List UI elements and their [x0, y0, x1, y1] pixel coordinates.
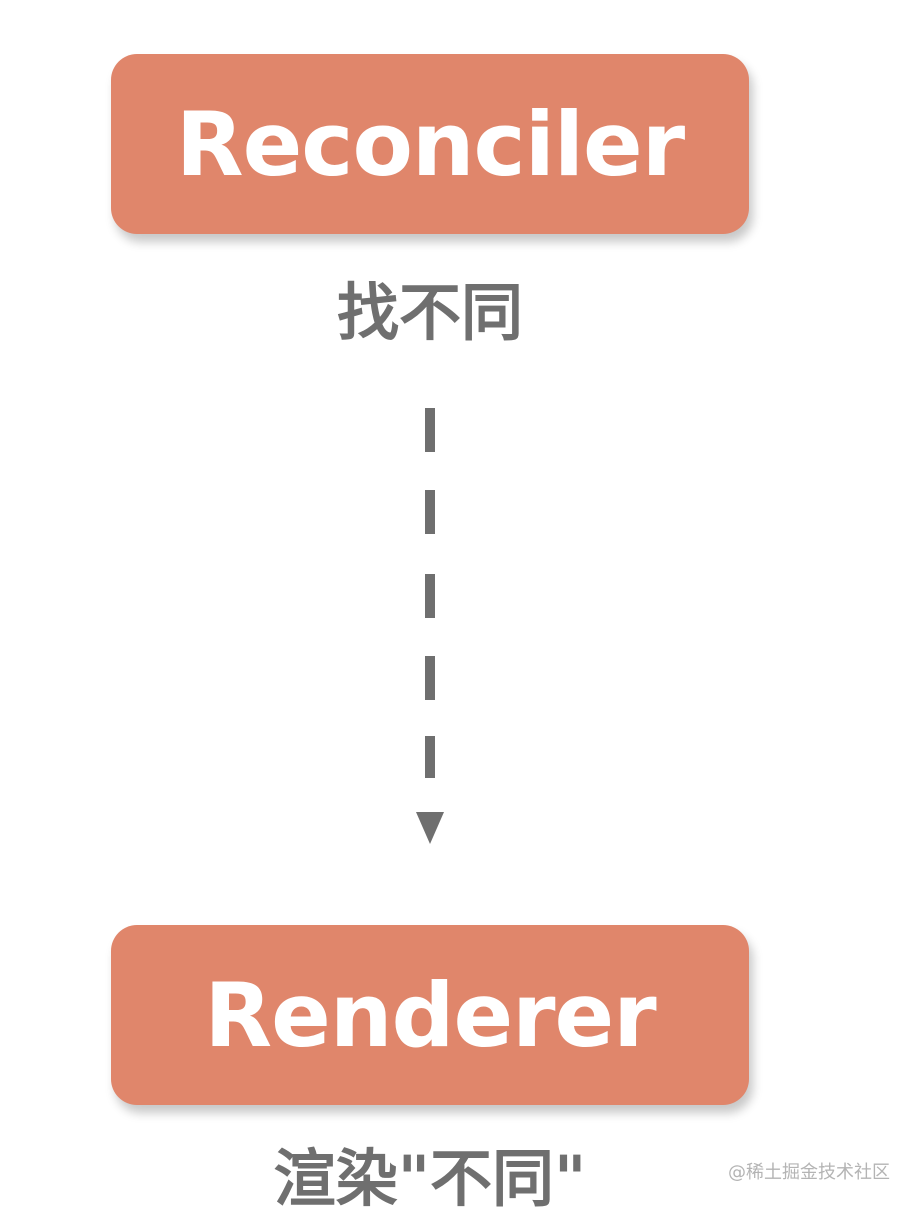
arrowhead-icon: [416, 812, 444, 844]
renderer-label: Renderer: [204, 963, 656, 1067]
reconciler-node: Reconciler: [111, 54, 749, 234]
dashed-arrow-connector: [416, 408, 444, 844]
watermark: @稀土掘金技术社区: [728, 1162, 890, 1183]
reconciler-label: Reconciler: [175, 92, 685, 196]
renderer-node: Renderer: [111, 925, 749, 1105]
reconciler-caption: 找不同: [336, 276, 523, 349]
renderer-caption: 渲染"不同": [273, 1142, 587, 1215]
